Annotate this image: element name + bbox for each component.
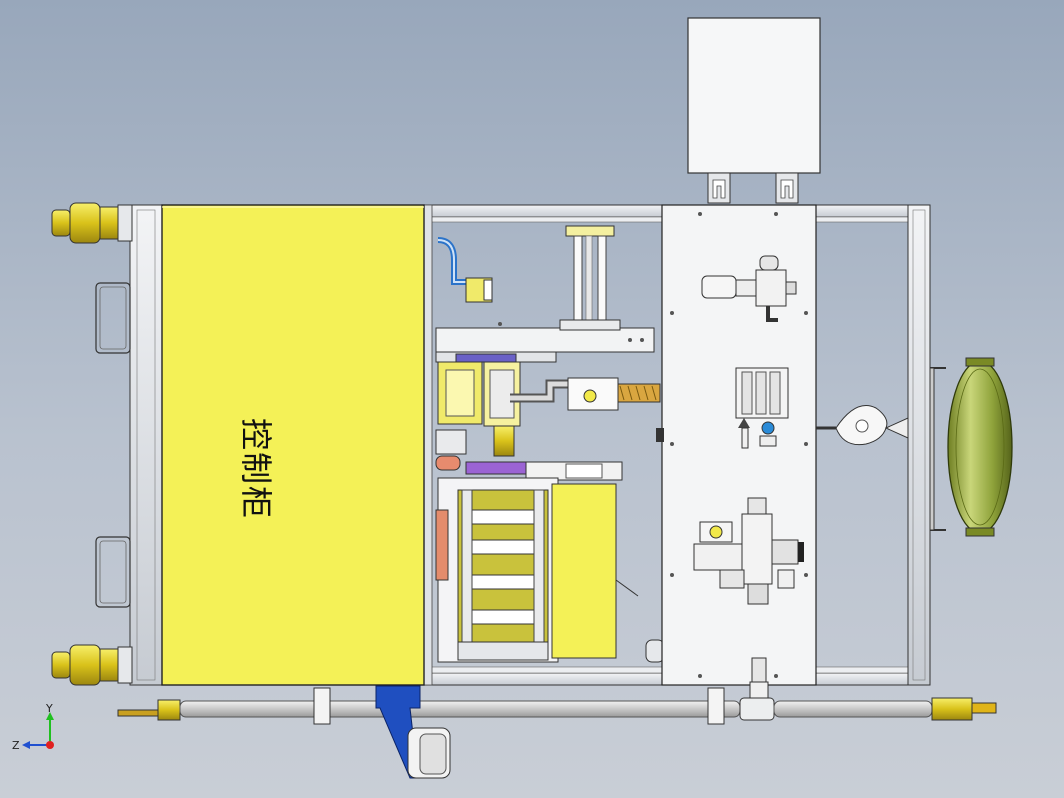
mounting-bracket [375, 685, 451, 779]
filter-regulator-top[interactable] [701, 255, 797, 322]
electrical-box [687, 17, 821, 204]
valve-panel [656, 204, 817, 701]
axis-triad: Y Z [12, 702, 54, 752]
axis-y-label: Y [45, 702, 53, 715]
control-cabinet[interactable]: 控 制 柜 [161, 204, 425, 686]
frl-unit-bottom[interactable] [693, 497, 804, 605]
bottom-pipe [117, 687, 997, 725]
expansion-tank [929, 357, 1013, 537]
cabinet-label-1: 控 [237, 418, 275, 450]
solenoid-valve-bank[interactable] [735, 367, 789, 449]
inlet-fittings [51, 202, 133, 686]
drain-fitting [749, 657, 769, 701]
internal-mechanism [435, 225, 665, 663]
cabinet-label-3: 柜 [237, 486, 275, 518]
pressure-gauge[interactable] [816, 405, 909, 446]
cabinet-label-2: 制 [237, 452, 275, 484]
axis-z-label: Z [12, 739, 20, 752]
